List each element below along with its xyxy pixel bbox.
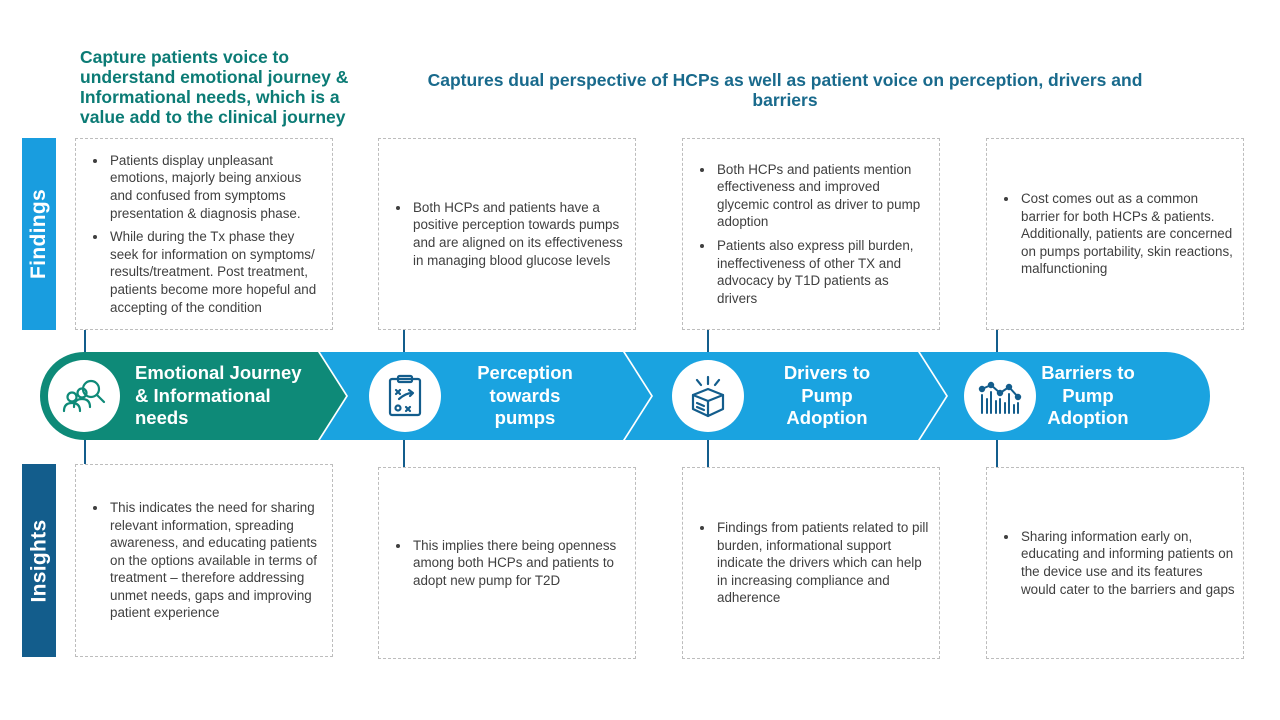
stage-icon-perception <box>369 360 441 432</box>
insights-connector-4 <box>996 438 998 472</box>
finding-bullet: Patients display unpleasant emotions, ma… <box>108 152 324 222</box>
finding-card-barriers: Cost comes out as a common barrier for b… <box>986 138 1244 330</box>
line-bar-chart-icon <box>978 381 1022 414</box>
finding-bullet: Cost comes out as a common barrier for b… <box>1019 190 1235 278</box>
stage-icon-emotional-journey <box>48 360 120 432</box>
insight-bullet: Findings from patients related to pill b… <box>715 519 931 607</box>
strategy-clipboard-icon <box>388 374 422 417</box>
finding-card-emotional-journey: Patients display unpleasant emotions, ma… <box>75 138 333 330</box>
insight-card-drivers: Findings from patients related to pill b… <box>682 467 940 659</box>
stage-chevron-emotional-journey <box>40 352 346 440</box>
findings-connector-4 <box>996 322 998 352</box>
findings-connector-1 <box>84 322 86 352</box>
insight-card-perception: This implies there being openness among … <box>378 467 636 659</box>
stage-icon-barriers <box>964 360 1036 432</box>
findings-connector-2 <box>403 322 405 352</box>
finding-bullet: While during the Tx phase they seek for … <box>108 228 324 316</box>
dual-perspective-heading: Captures dual perspective of HCPs as wel… <box>427 70 1143 110</box>
insight-card-emotional-journey: This indicates the need for sharing rele… <box>75 464 333 657</box>
insight-card-barriers: Sharing information early on, educating … <box>986 467 1244 659</box>
people-search-icon <box>62 379 106 413</box>
stage-title-drivers: Drivers to Pump Adoption <box>783 362 871 428</box>
finding-bullet: Both HCPs and patients have a positive p… <box>411 199 627 269</box>
findings-side-label: Findings <box>22 138 56 330</box>
insight-bullet: This indicates the need for sharing rele… <box>108 499 324 622</box>
finding-bullet: Both HCPs and patients mention effective… <box>715 161 931 231</box>
insights-connector-2 <box>403 438 405 472</box>
emotional-journey-heading: Capture patients voice to understand emo… <box>80 47 349 127</box>
open-box-icon <box>691 375 725 418</box>
finding-card-perception: Both HCPs and patients have a positive p… <box>378 138 636 330</box>
stage-title-barriers: Barriers to Pump Adoption <box>1041 362 1135 428</box>
stage-title-perception: Perception towards pumps <box>477 362 573 428</box>
insights-side-label: Insights <box>22 464 56 657</box>
finding-bullet: Patients also express pill burden, ineff… <box>715 237 931 307</box>
stage-icon-drivers <box>672 360 744 432</box>
finding-card-drivers: Both HCPs and patients mention effective… <box>682 138 940 330</box>
insight-bullet: Sharing information early on, educating … <box>1019 528 1235 598</box>
stage-title-emotional-journey: Emotional Journey & Informational needs <box>135 362 302 428</box>
insight-bullet: This implies there being openness among … <box>411 537 627 590</box>
insights-connector-3 <box>707 438 709 472</box>
findings-connector-3 <box>707 322 709 352</box>
insights-connector-1 <box>84 438 86 472</box>
